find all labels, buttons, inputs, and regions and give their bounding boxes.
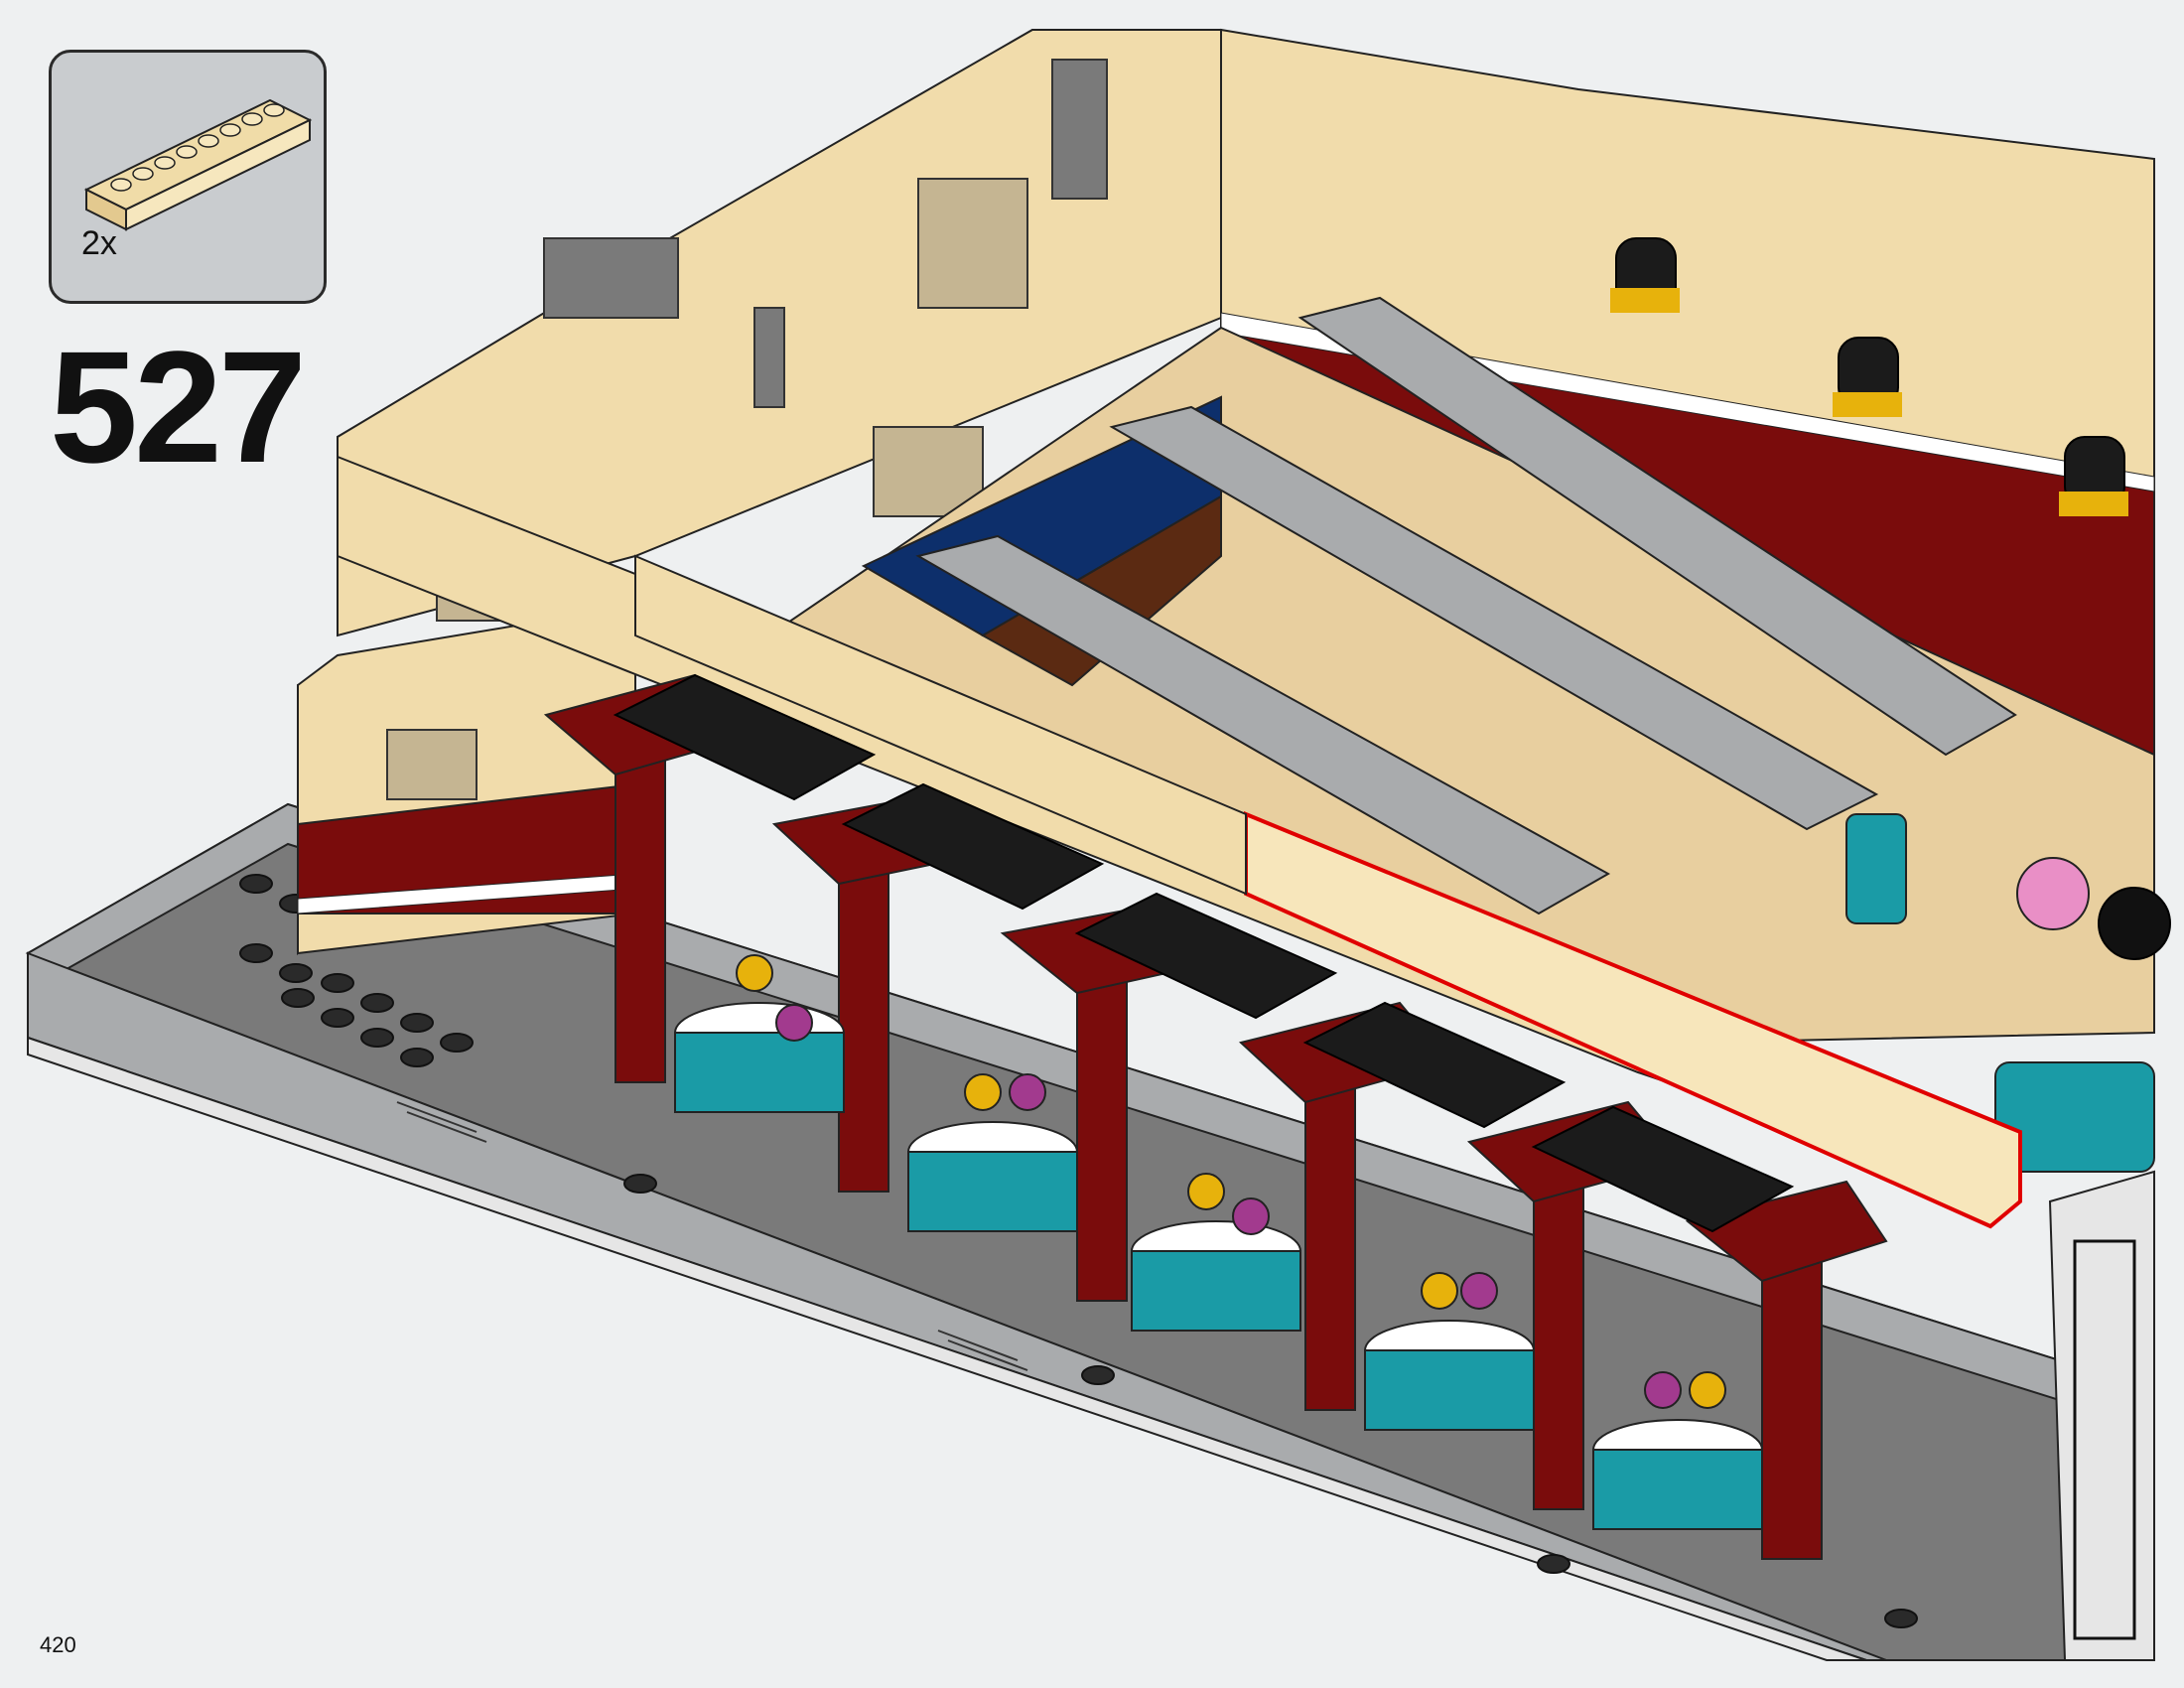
storefront-edge — [2048, 1170, 2155, 1661]
arcade — [543, 673, 1888, 1560]
step-number: 527 — [50, 318, 307, 495]
tan-1x8-brick-icon — [83, 98, 313, 231]
part-quantity: 2x — [81, 224, 117, 262]
left-wall — [297, 29, 1222, 956]
parts-callout: 2x — [49, 50, 327, 304]
page-number: 420 — [40, 1632, 76, 1657]
bowling-lanes — [751, 296, 2171, 1173]
front-wall-top — [337, 455, 2022, 1229]
